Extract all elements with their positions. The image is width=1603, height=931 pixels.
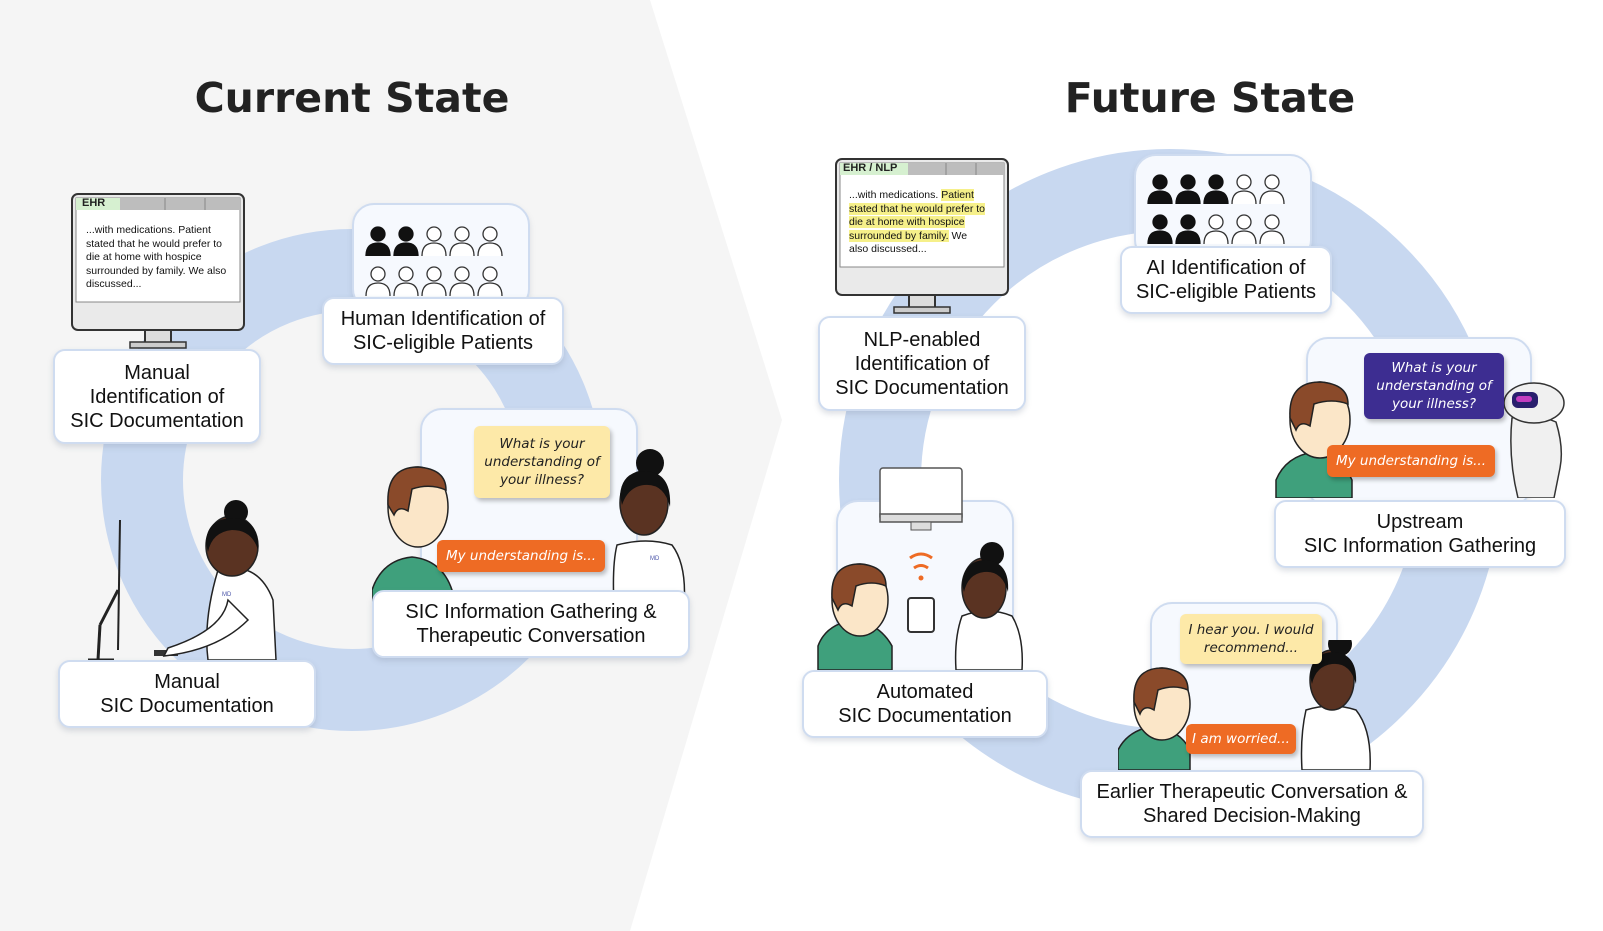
doctor-reply-speech-bubble: I hear you. I would recommend... [1180, 614, 1322, 664]
label-upstream: Upstream SIC Information Gathering [1274, 500, 1566, 568]
identified-patient-icon [1175, 214, 1201, 245]
label-human-identification: Human Identification of SIC-eligible Pat… [322, 297, 564, 365]
robot-body [1510, 415, 1563, 498]
label-nlp-identification: NLP-enabled Identification of SIC Docume… [818, 316, 1026, 411]
md-badge: MD [222, 592, 232, 598]
ehr-nlp-tab-label: EHR / NLP [843, 162, 898, 174]
current-state-title: Current State [194, 74, 510, 122]
ehr-note-text: ...with medications. Patient stated that… [86, 224, 227, 290]
label-info-gathering: SIC Information Gathering & Therapeutic … [372, 590, 690, 658]
ehr-tab-label: EHR [82, 197, 106, 209]
label-manual-identification: Manual Identification of SIC Documentati… [53, 349, 261, 444]
identified-patient-icon [365, 226, 391, 257]
question-speech-bubble: What is your understanding of your illne… [474, 426, 610, 498]
label-manual-documentation: Manual SIC Documentation [58, 660, 316, 728]
patient-icon [1259, 174, 1285, 205]
conversation-illustration [372, 449, 686, 606]
patient-worry-speech-bubble: I am worried... [1186, 724, 1296, 754]
tablet-icon [907, 597, 935, 633]
patient-icon [1231, 214, 1257, 245]
label-ai-identification: AI Identification of SIC-eligible Patien… [1120, 246, 1332, 314]
label-earlier-conversation: Earlier Therapeutic Conversation & Share… [1080, 770, 1424, 838]
wireless-signal-icon [909, 552, 933, 560]
monitor-icon [879, 467, 963, 521]
robot-question-speech-bubble: What is your understanding of your illne… [1364, 353, 1504, 419]
label-automated-documentation: Automated SIC Documentation [802, 670, 1048, 738]
doctor-arm [162, 598, 250, 657]
identified-patient-icon [1147, 174, 1173, 205]
patient-population-icons [1147, 174, 1285, 245]
md-badge: MD [650, 556, 660, 562]
doctor-hair-bun [636, 449, 664, 477]
patient-icon [1259, 214, 1285, 245]
automated-documentation-illustration [817, 467, 1024, 671]
patient-hair [831, 563, 887, 612]
patient-icon [449, 226, 475, 257]
patient-population-icons [365, 226, 503, 297]
doctor-coat [612, 540, 686, 606]
doctor-hair [620, 471, 671, 507]
patient-answer-speech-bubble: My understanding is... [1327, 445, 1495, 477]
doctor-hair [962, 560, 1009, 592]
patient-icon [421, 266, 447, 297]
patient-icon [477, 266, 503, 297]
doctor-coat [1300, 705, 1371, 770]
answer-speech-bubble: My understanding is... [437, 540, 605, 572]
patient-icon [393, 266, 419, 297]
doctor-hair-bun [224, 500, 248, 524]
identified-patient-icon [1147, 214, 1173, 245]
doctor-at-computer-illustration [88, 500, 277, 662]
future-state-title: Future State [1064, 74, 1356, 122]
doctor-hair [206, 518, 259, 552]
patient-icon [365, 266, 391, 297]
ehr-monitor-icon [71, 193, 245, 349]
doctor-coat [954, 610, 1024, 671]
patient-hair [1289, 381, 1349, 432]
patient-icon [1231, 174, 1257, 205]
patient-hair [1133, 667, 1189, 716]
patient-icon [477, 226, 503, 257]
patient-icon [449, 266, 475, 297]
patient-icon [1203, 214, 1229, 245]
identified-patient-icon [1203, 174, 1229, 205]
identified-patient-icon [393, 226, 419, 257]
patient-hair [387, 466, 447, 517]
ehr-nlp-note-text: ...with medications. Patient stated that… [849, 189, 986, 255]
doctor-hair-bun [1328, 640, 1352, 656]
earlier-conversation-illustration [1118, 640, 1371, 770]
identified-patient-icon [1175, 174, 1201, 205]
patient-icon [421, 226, 447, 257]
